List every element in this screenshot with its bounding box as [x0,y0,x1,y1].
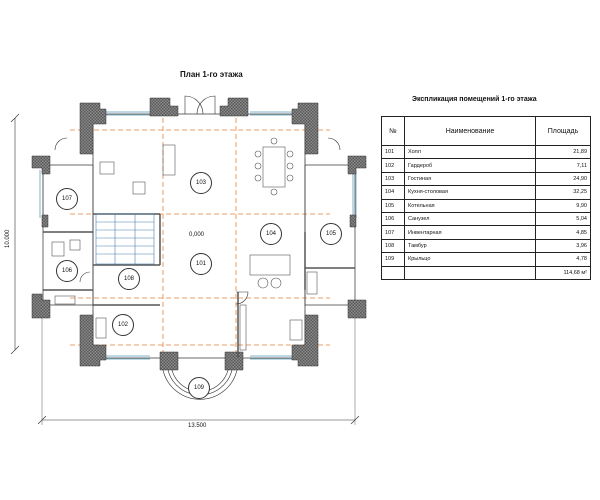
room-number-107: 107 [56,188,78,210]
table-row: 101 Холл 21,89 [381,144,591,160]
row-num: 108 [381,238,405,254]
table-row: 108 Тамбур 3,96 [381,238,591,254]
table-row: 107 Инвентарная 4,85 [381,225,591,240]
explication-table: № Наименование Площадь 101 Холл 21,89 10… [381,116,591,280]
header-area: Площадь [535,116,591,146]
explication-title: Экспликация помещений 1-го этажа [412,96,537,103]
room-number-106: 106 [56,260,78,282]
staircase [95,213,155,265]
row-num: 109 [381,252,405,267]
row-name: Гостиная [404,171,536,187]
row-num: 104 [381,185,405,200]
wall-pilasters [31,97,367,371]
row-name: Тамбур [404,238,536,254]
total-area: 114,68 м² [535,265,591,280]
dimension-width: 13.500 [188,423,207,429]
table-row: 103 Гостиная 24,90 [381,171,591,187]
row-area: 9,90 [535,198,591,213]
row-name: Кухня-столовая [404,185,536,200]
row-area: 21,89 [535,144,591,160]
table-row: 109 Крыльцо 4,78 [381,252,591,267]
doors [54,95,341,305]
room-number-105: 105 [320,223,342,245]
table-header-row: № Наименование Площадь [381,116,591,146]
furniture [51,137,318,351]
row-num: 103 [381,171,405,187]
table-row: 105 Котельная 9,90 [381,198,591,213]
header-num: № [381,116,405,146]
row-area: 4,78 [535,252,591,267]
row-area: 4,85 [535,225,591,240]
room-number-103: 103 [190,172,212,194]
dimension-height: 10.000 [5,229,11,248]
row-name: Санузел [404,211,536,227]
room-number-109: 109 [188,377,210,399]
row-num: 101 [381,144,405,160]
row-area: 24,90 [535,171,591,187]
total-num-cell [381,265,405,280]
total-name-cell [404,265,536,280]
table-total-row: 114,68 м² [381,265,591,280]
table-row: 106 Санузел 5,04 [381,211,591,227]
floor-level-mark: 0,000 [188,232,206,238]
row-num: 107 [381,225,405,240]
plan-title: План 1-го этажа [180,70,243,79]
dimension-lines [10,113,360,425]
row-name: Гардероб [404,158,536,173]
row-num: 106 [381,211,405,227]
room-number-104: 104 [260,223,282,245]
row-name: Крыльцо [404,252,536,267]
table-row: 102 Гардероб 7,11 [381,158,591,173]
row-area: 3,96 [535,238,591,254]
room-number-108: 108 [118,268,140,290]
header-name: Наименование [404,116,536,146]
row-name: Котельная [404,198,536,213]
room-number-102: 102 [112,314,134,336]
row-name: Холл [404,144,536,160]
row-num: 105 [381,198,405,213]
table-row: 104 Кухня-столовая 32,25 [381,185,591,200]
row-num: 102 [381,158,405,173]
row-area: 5,04 [535,211,591,227]
row-area: 32,25 [535,185,591,200]
row-name: Инвентарная [404,225,536,240]
room-number-101: 101 [190,253,212,275]
row-area: 7,11 [535,158,591,173]
